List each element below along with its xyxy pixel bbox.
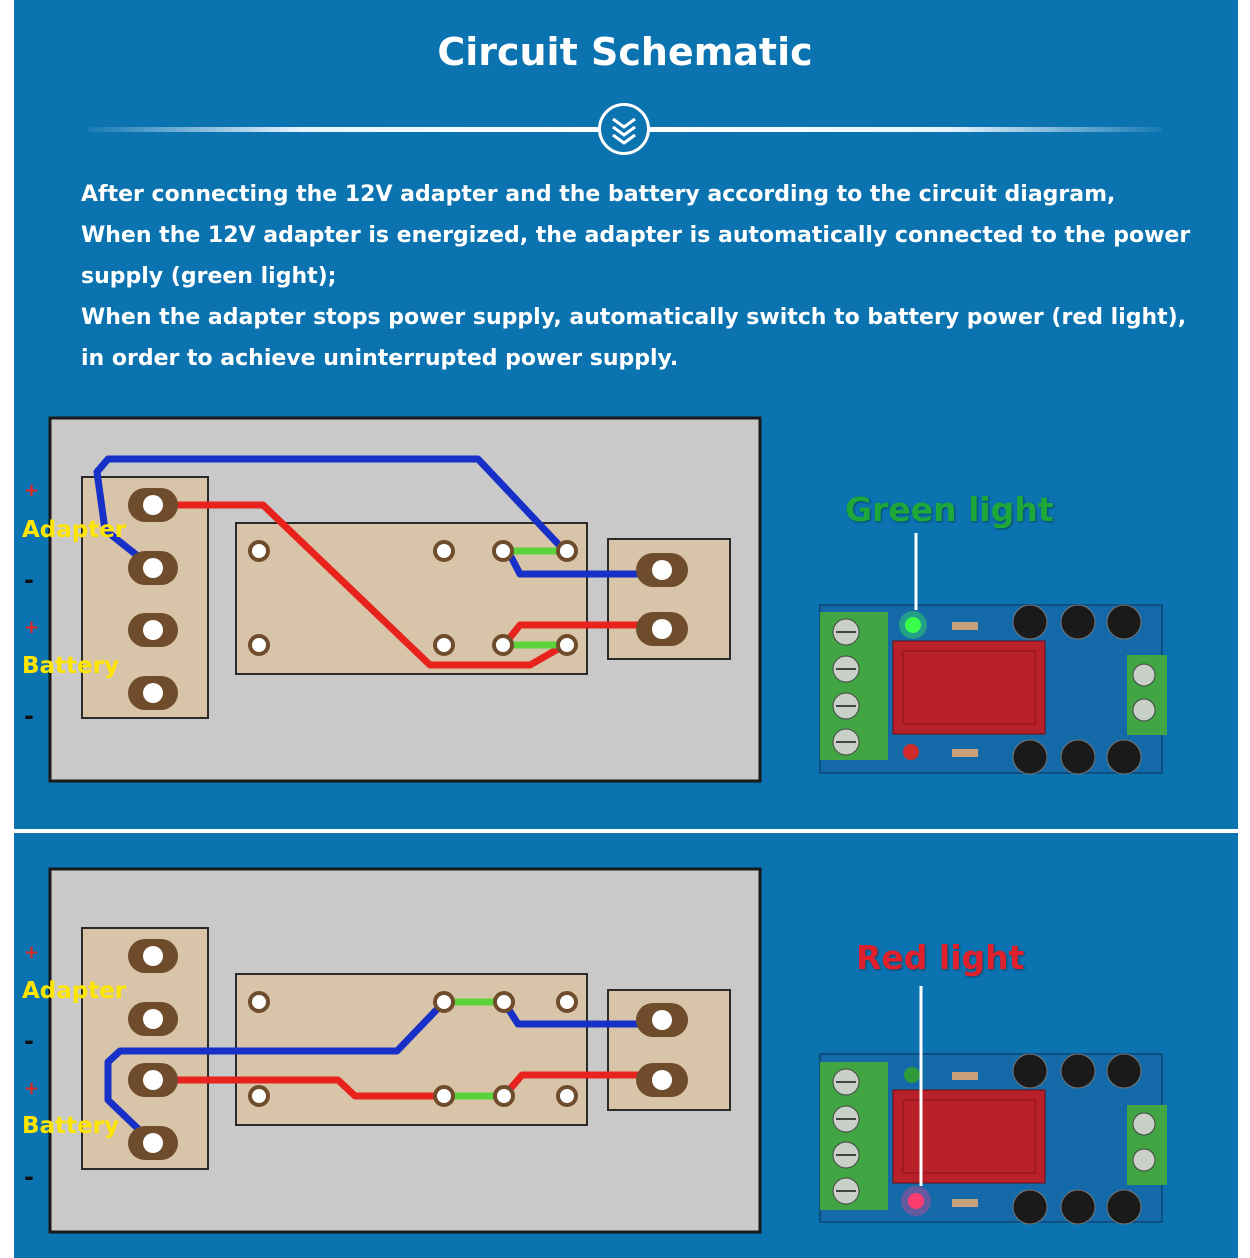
red-led-off — [903, 744, 919, 760]
adapter-minus-top: - — [24, 566, 34, 594]
adapter-label-top: Adapter — [22, 517, 127, 543]
description-line-1: After connecting the 12V adapter and the… — [81, 182, 1116, 207]
description: After connecting the 12V adapter and the… — [81, 174, 1201, 379]
green-light-callout: Green light — [845, 490, 1054, 529]
description-line-2: When the 12V adapter is energized, the a… — [81, 223, 1191, 289]
green-led-off — [904, 1067, 920, 1083]
red-wire — [153, 501, 567, 669]
green-led-on — [905, 617, 921, 633]
module-board-bottom — [819, 986, 1167, 1225]
terminal-screws-left — [128, 488, 178, 710]
adapter-plus-bottom: + — [24, 942, 40, 963]
description-line-3: When the adapter stops power supply, aut… — [81, 305, 1187, 371]
module-board-top — [819, 533, 1167, 775]
page-title: Circuit Schematic — [437, 30, 813, 74]
section-separator — [14, 829, 1238, 833]
terminal-screws-left — [128, 939, 178, 1160]
blue-wire — [104, 999, 447, 1146]
terminal-screws-right — [636, 553, 688, 646]
relay-pins — [248, 991, 578, 1107]
adapter-minus-bottom: - — [24, 1027, 34, 1055]
relay-pins — [248, 540, 578, 656]
red-wire — [153, 1076, 444, 1100]
blue-wire — [93, 455, 562, 571]
battery-minus-top: - — [24, 702, 34, 730]
terminal-screws-right — [636, 1003, 688, 1097]
battery-label-bottom: Battery — [22, 1113, 119, 1139]
red-led-on — [908, 1193, 924, 1209]
battery-label-top: Battery — [22, 653, 119, 679]
red-light-callout: Red light — [856, 938, 1025, 977]
battery-plus-top: + — [24, 617, 40, 638]
battery-plus-bottom: + — [24, 1078, 40, 1099]
adapter-label-bottom: Adapter — [22, 978, 127, 1004]
blue-wire-output — [504, 549, 650, 578]
adapter-plus-top: + — [24, 480, 40, 501]
chevron-down-icon — [598, 103, 650, 155]
battery-minus-bottom: - — [24, 1163, 34, 1191]
